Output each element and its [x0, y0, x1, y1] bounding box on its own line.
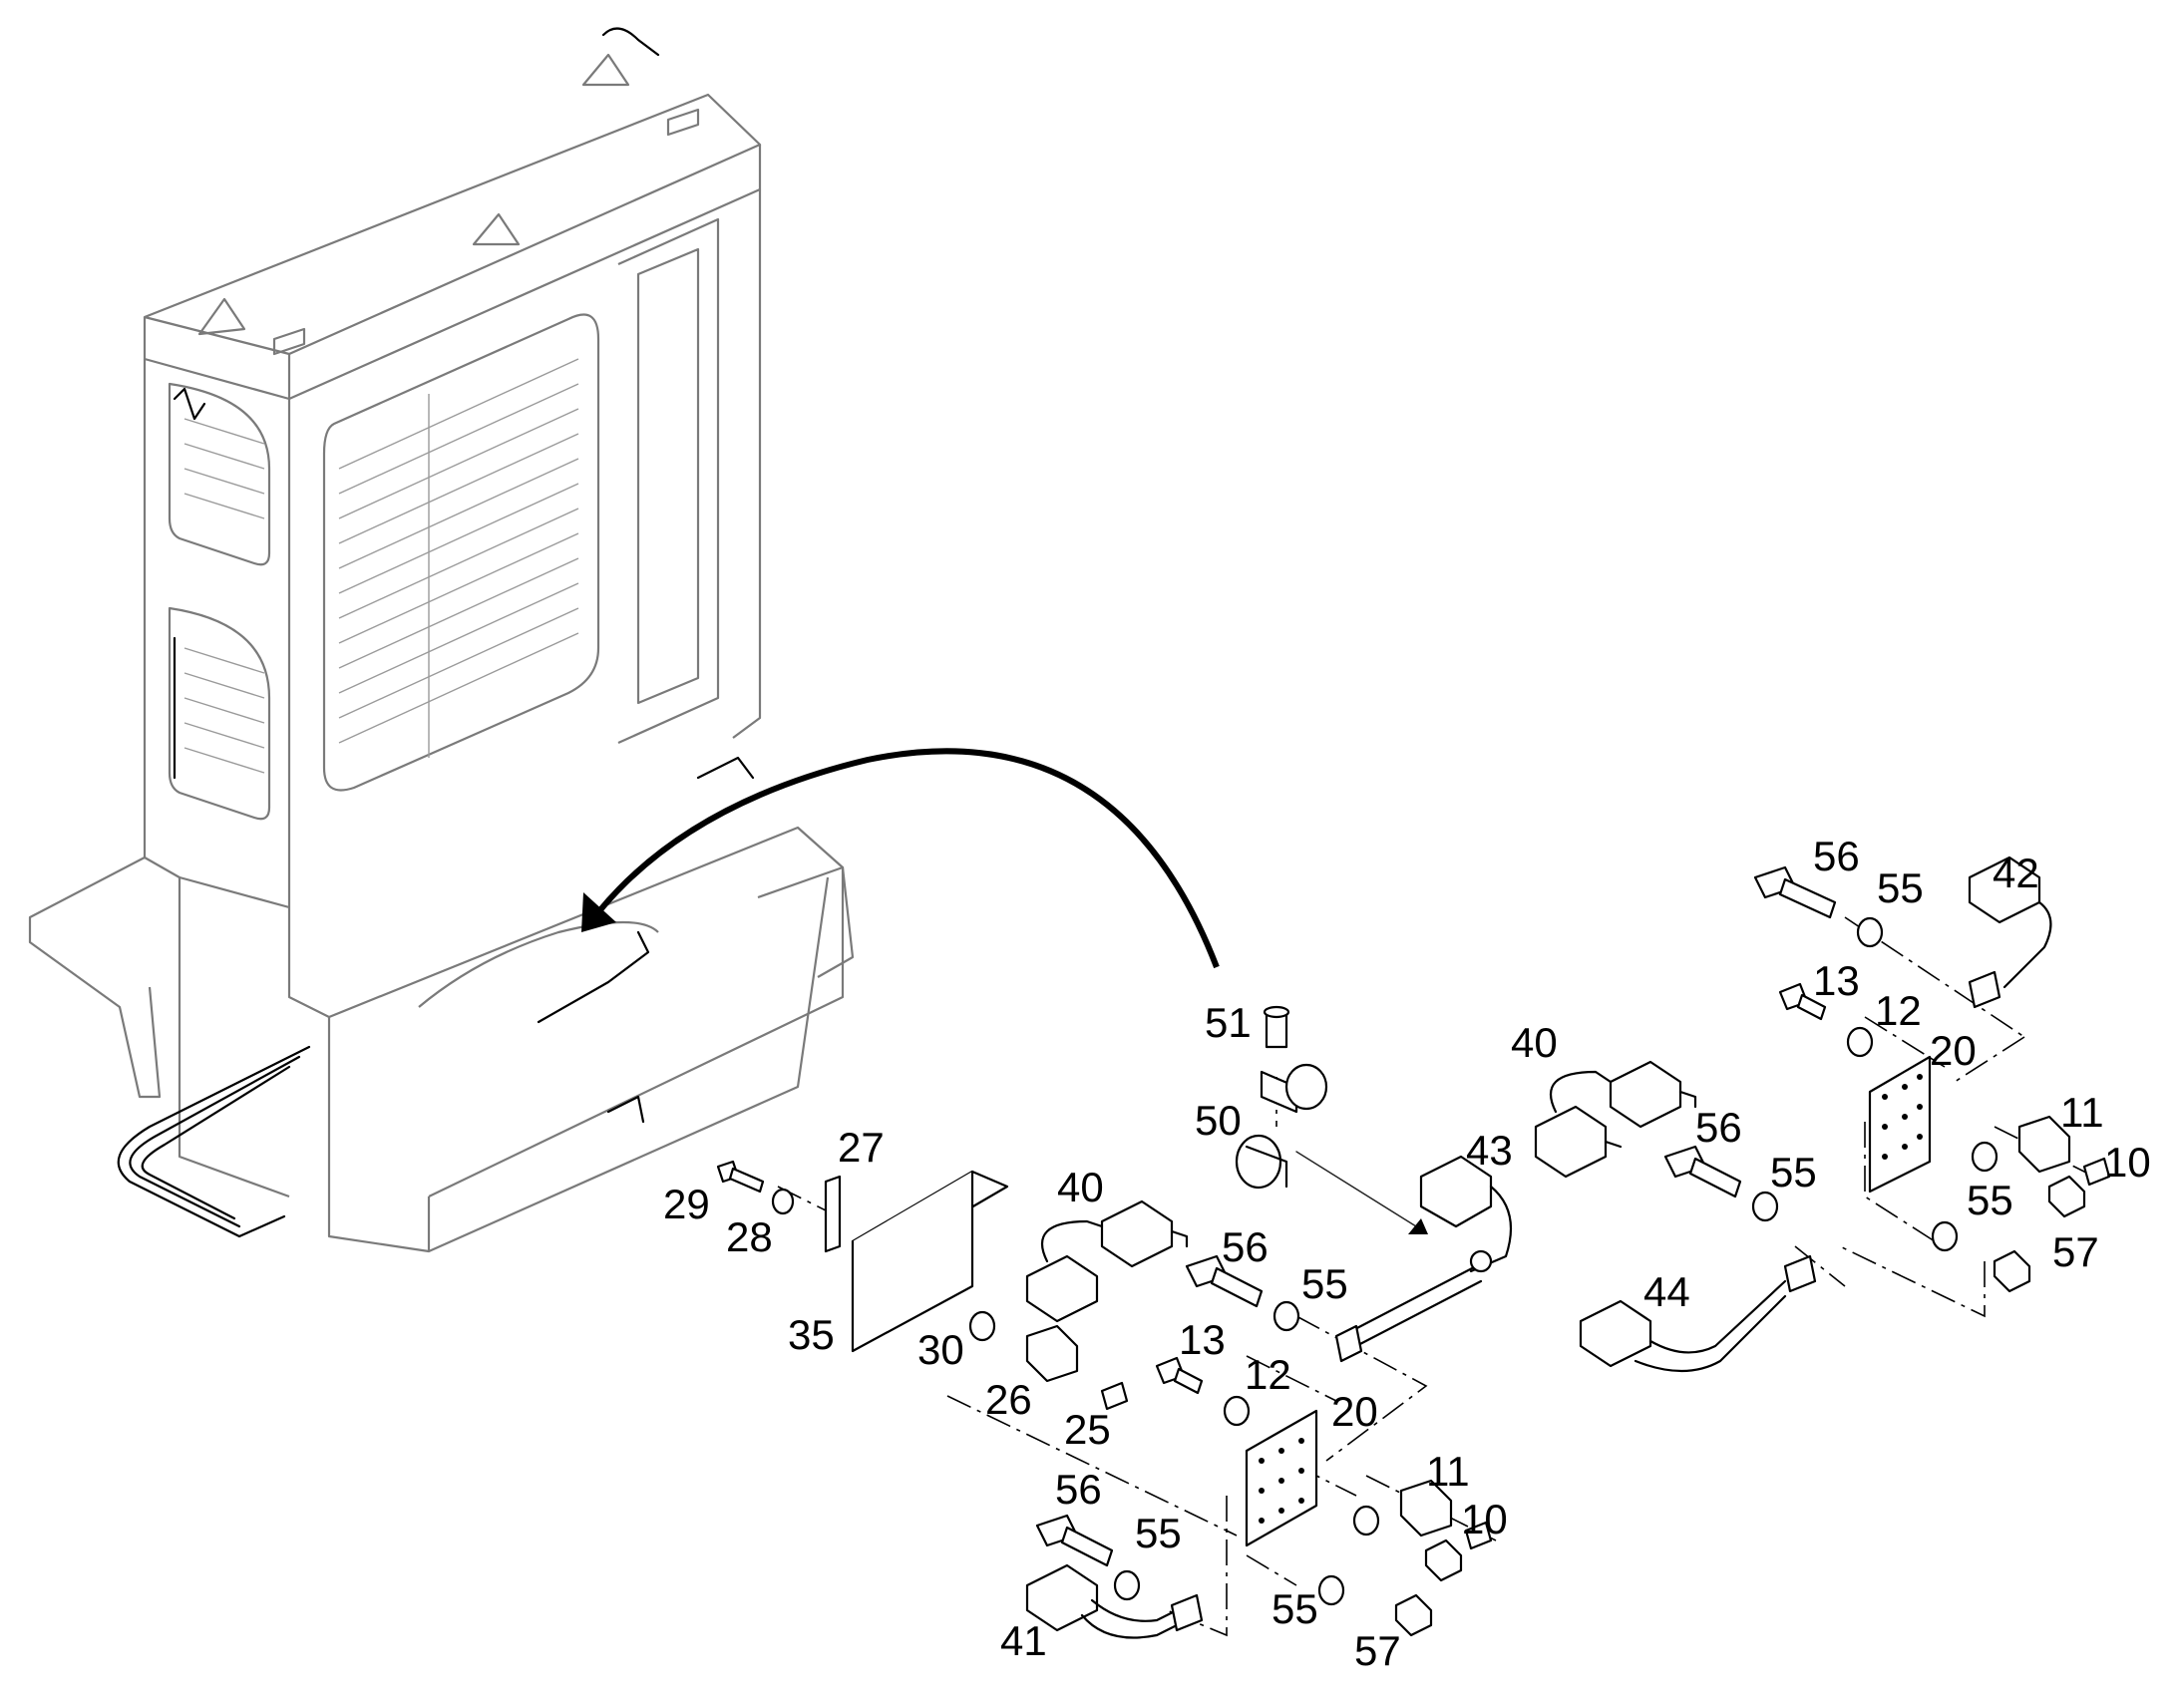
callout-20: 20	[1930, 1027, 1977, 1074]
callout-28: 28	[726, 1213, 773, 1260]
part-55-washer-center-right	[1352, 1505, 1380, 1537]
part-55-washer-lower-center	[1317, 1574, 1345, 1606]
callout-12: 12	[1245, 1351, 1291, 1398]
callout-10: 10	[2104, 1139, 2151, 1186]
callout-26: 26	[985, 1376, 1032, 1423]
part-25-plug	[1100, 1381, 1129, 1411]
callout-41: 41	[1000, 1617, 1047, 1664]
callout-27: 27	[838, 1124, 885, 1171]
part-10-plug-center	[1464, 1521, 1493, 1550]
callout-55: 55	[1967, 1177, 2013, 1223]
callout-55: 55	[1272, 1585, 1318, 1632]
detail-arrow	[581, 748, 1220, 969]
part-55-washer-center	[1272, 1300, 1300, 1332]
callout-13: 13	[1813, 957, 1860, 1004]
callout-55: 55	[1135, 1510, 1182, 1556]
callout-56: 56	[1222, 1223, 1269, 1270]
part-41-cable	[1025, 1563, 1204, 1639]
callout-11: 11	[2060, 1089, 2104, 1136]
callout-51: 51	[1205, 999, 1252, 1046]
callout-10: 10	[1461, 1496, 1508, 1542]
part-12-washer-center	[1223, 1395, 1251, 1427]
part-56-bolt-mid-right	[1663, 1145, 1742, 1198]
part-57-nut-right-b	[1993, 1249, 2031, 1293]
part-35-cover	[851, 1170, 1009, 1353]
part-55-washer-mid-right	[1751, 1191, 1779, 1222]
part-44-cable	[1579, 1254, 1817, 1373]
callout-11: 11	[1426, 1448, 1470, 1495]
part-57-nut-center-b	[1394, 1593, 1433, 1637]
part-11-fitting-right	[2017, 1115, 2071, 1174]
part-56-bolt-center	[1185, 1254, 1264, 1308]
part-40-upper-connector	[1534, 1060, 1697, 1179]
callout-30: 30	[917, 1326, 964, 1373]
part-42-cable	[1968, 855, 2052, 1009]
part-26-fitting	[1025, 1324, 1079, 1383]
part-55-washer-right	[1971, 1141, 1998, 1173]
part-27-bracket	[824, 1175, 842, 1253]
callout-labels: 51 50 43 40 40 56 55 42 13 12 20 11 10 5…	[663, 833, 2151, 1674]
callout-55: 55	[1877, 864, 1924, 911]
callout-42: 42	[1993, 850, 2039, 896]
callout-29: 29	[663, 1181, 710, 1227]
part-57-nut-right-a	[2047, 1175, 2086, 1218]
callout-50: 50	[1195, 1097, 1242, 1144]
part-20-plate-center	[1245, 1409, 1318, 1547]
callout-12: 12	[1875, 987, 1922, 1034]
radiator-frame-assembly	[28, 27, 855, 1253]
part-55-washer-lower	[1113, 1569, 1141, 1601]
callout-43: 43	[1466, 1127, 1513, 1174]
callout-35: 35	[788, 1311, 835, 1358]
part-20-plate-upper-right	[1868, 1055, 1932, 1194]
callout-55: 55	[1770, 1149, 1817, 1196]
part-12-washer-upper-right	[1846, 1026, 1874, 1058]
part-56-bolt-lower	[1035, 1514, 1114, 1567]
part-56-bolt-upper-right	[1753, 865, 1837, 919]
callout-40: 40	[1511, 1019, 1558, 1066]
callout-20: 20	[1331, 1388, 1378, 1435]
callout-57: 57	[1354, 1627, 1401, 1674]
part-28-washer	[771, 1188, 795, 1215]
callout-56: 56	[1055, 1466, 1102, 1513]
part-30-washer	[968, 1310, 996, 1342]
callout-56: 56	[1695, 1104, 1742, 1151]
part-13-bolt-upper-right	[1778, 982, 1827, 1021]
part-40-lower-connector	[1025, 1199, 1189, 1323]
callout-56: 56	[1813, 833, 1860, 879]
part-43-cable	[1334, 1155, 1513, 1363]
part-29-bolt	[716, 1160, 765, 1194]
part-50-clamp	[1235, 1063, 1328, 1190]
callout-40: 40	[1057, 1164, 1104, 1210]
part-57-nut-center-a	[1424, 1538, 1463, 1582]
part-51-screw	[1263, 1005, 1290, 1049]
callout-44: 44	[1643, 1268, 1690, 1315]
part-55-washer-upper-right	[1856, 916, 1884, 948]
callout-25: 25	[1064, 1406, 1111, 1453]
callout-13: 13	[1179, 1316, 1226, 1363]
part-13-bolt-center	[1155, 1356, 1204, 1395]
callout-57: 57	[2052, 1228, 2099, 1275]
part-55-washer-right-lower	[1931, 1220, 1959, 1252]
callout-55: 55	[1301, 1260, 1348, 1307]
part-10-plug-right	[2082, 1157, 2111, 1187]
part-11-fitting-center	[1399, 1479, 1453, 1537]
